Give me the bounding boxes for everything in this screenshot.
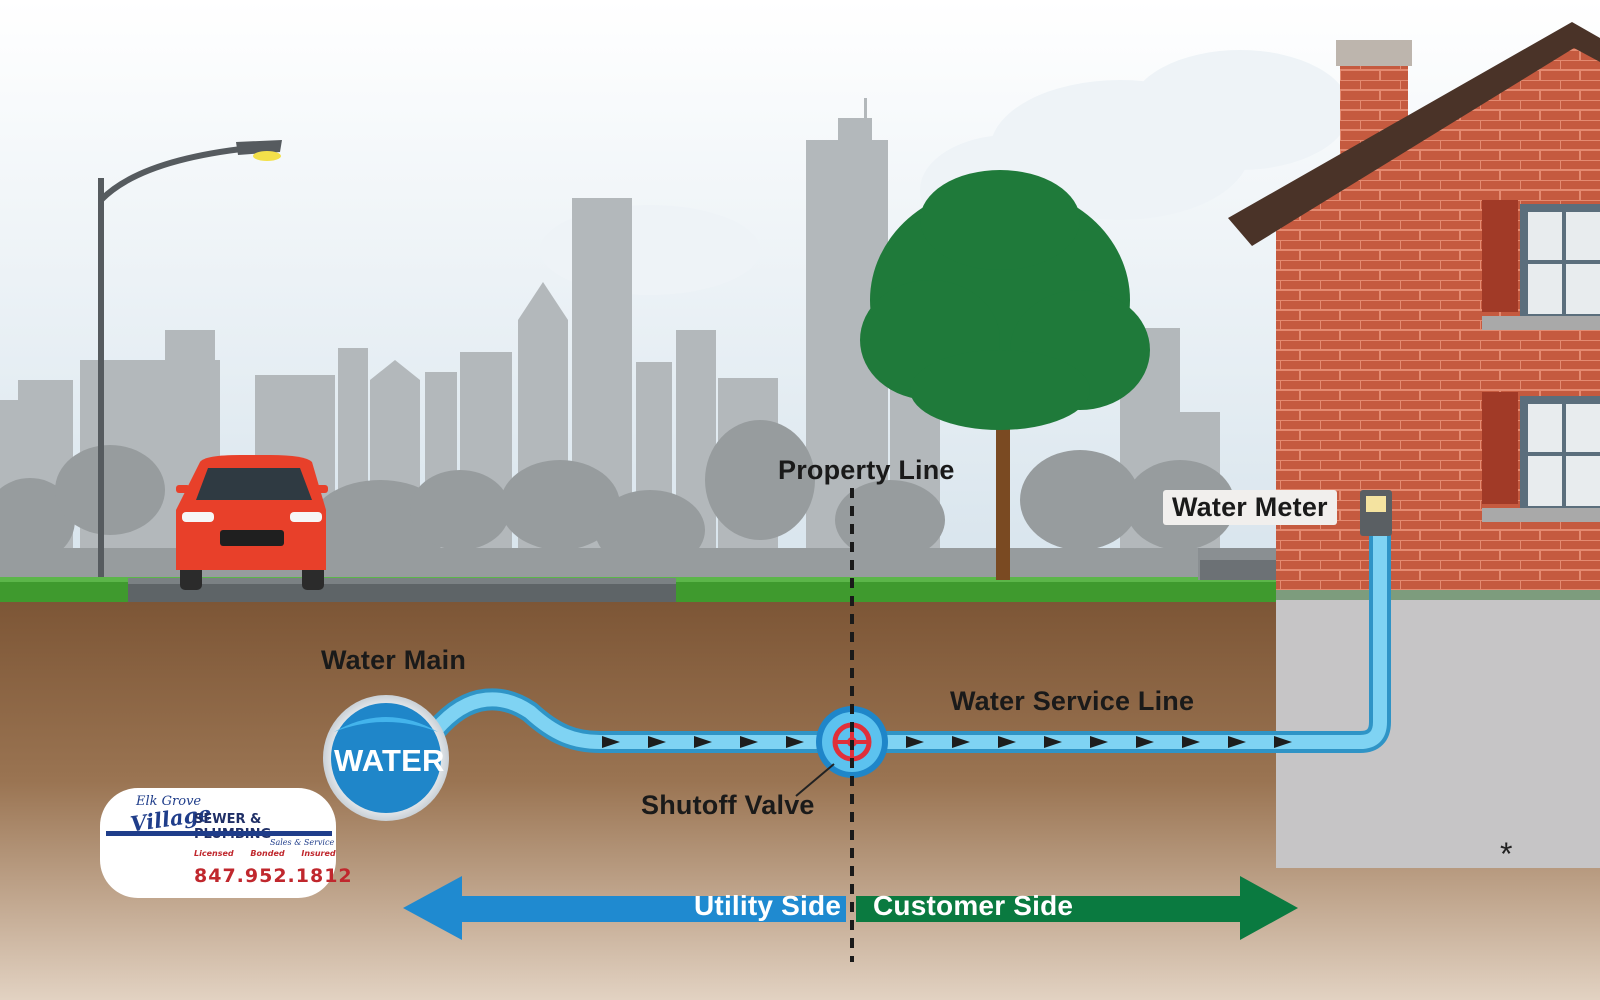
logo-qualifier: Insured xyxy=(301,849,336,858)
background-trees xyxy=(0,420,1260,578)
logo-phone-number: 847.952.1812 xyxy=(194,865,353,887)
street-lamp-icon xyxy=(98,140,282,578)
water-main-badge xyxy=(323,695,449,821)
car-icon xyxy=(176,455,328,590)
customer-side-label: Customer Side xyxy=(873,890,1074,921)
water-service-pipe xyxy=(425,499,1391,753)
tree-icon xyxy=(860,170,1150,580)
house-icon xyxy=(1198,22,1600,590)
water-main-label: Water Main xyxy=(321,645,467,675)
logo-script-text: Elk Grove xyxy=(136,794,202,809)
shutoff-valve-label: Shutoff Valve xyxy=(641,790,815,820)
flow-arrow-icon xyxy=(602,736,1292,748)
customer-side-arrow xyxy=(856,876,1298,940)
water-meter-label: Water Meter xyxy=(1163,490,1337,525)
company-logo: Elk Grove Village SEWER & PLUMBING Sales… xyxy=(100,788,352,898)
water-meter-icon xyxy=(1360,490,1392,536)
water-service-line-label: Water Service Line xyxy=(950,686,1195,716)
water-badge-label: WATER xyxy=(334,743,445,778)
property-line-label: Property Line xyxy=(778,455,955,485)
utility-side-arrow xyxy=(403,876,846,940)
logo-qualifier: Bonded xyxy=(250,849,285,858)
logo-qualifiers: Licensed Bonded Insured xyxy=(194,849,336,858)
footnote-asterisk: * xyxy=(1500,836,1513,872)
utility-side-label: Utility Side xyxy=(694,890,842,921)
logo-qualifier: Licensed xyxy=(194,849,234,858)
logo-divider xyxy=(106,831,332,836)
logo-sales-text: Sales & Service xyxy=(270,838,335,847)
